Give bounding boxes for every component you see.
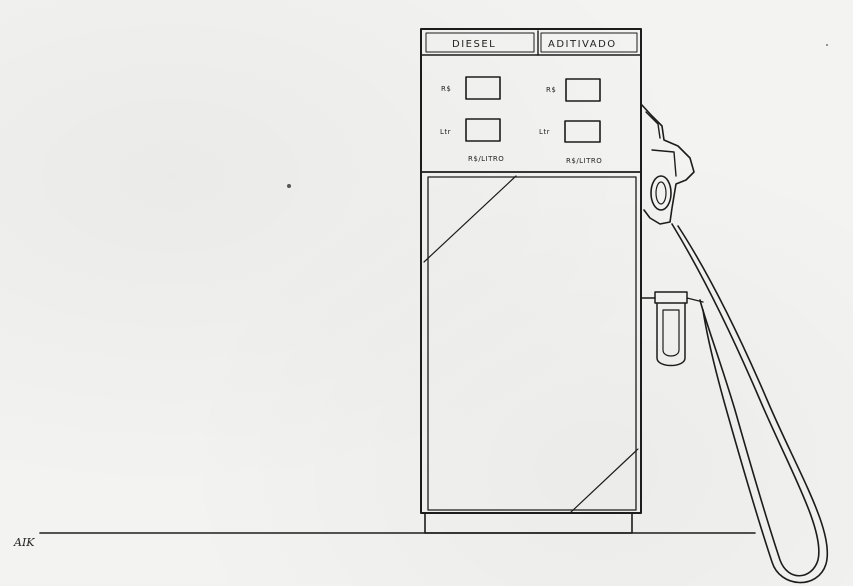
right-display-unit-label: R$/LITRO [566, 157, 602, 165]
pump-body [420, 28, 642, 514]
diesel-label-box [425, 32, 535, 53]
signature: AIK [13, 536, 35, 549]
reflection-stroke-bottom [569, 448, 639, 514]
right-display-volume-window [564, 120, 601, 143]
right-display-row1-label: R$ [546, 86, 556, 94]
paper-speck [826, 44, 828, 46]
left-display-amount-window [465, 76, 501, 100]
left-display-row2-label: Ltr [440, 128, 451, 136]
hose [671, 223, 829, 584]
nozzle [640, 103, 695, 225]
aditivado-label-box [540, 32, 638, 53]
reflection-stroke-top [423, 175, 517, 263]
aditivado-label: ADITIVADO [548, 39, 617, 50]
paper-speck [287, 184, 291, 188]
right-display-amount-window [565, 78, 601, 102]
cabinet-panel [427, 176, 637, 511]
left-display-volume-window [465, 118, 501, 142]
left-display-unit-label: R$/LITRO [468, 155, 504, 163]
right-display-row2-label: Ltr [539, 128, 550, 136]
diesel-label: DIESEL [452, 39, 496, 50]
pump-base [424, 512, 633, 534]
left-display-row1-label: R$ [441, 85, 451, 93]
sight-glass [640, 291, 704, 367]
